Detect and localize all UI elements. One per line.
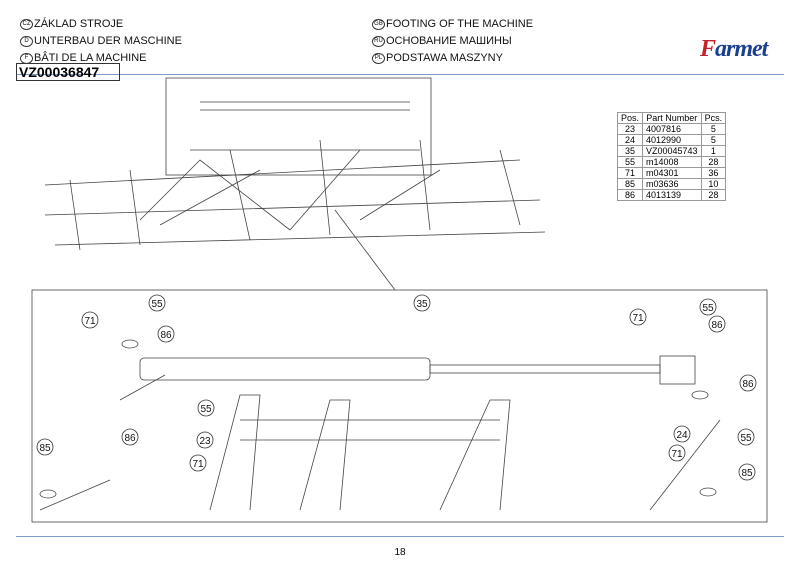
callout-55: 55 (740, 433, 752, 444)
callout-86: 86 (124, 433, 136, 444)
callout-55: 55 (151, 299, 163, 310)
callout-71: 71 (671, 449, 683, 460)
callout-55: 55 (200, 404, 212, 415)
footer-divider (16, 536, 784, 537)
frame-detail (39, 339, 721, 511)
callout-71: 71 (192, 459, 204, 470)
callout-85: 85 (741, 468, 753, 479)
header-pcs: Pcs. (700, 112, 727, 124)
callout-86: 86 (160, 330, 172, 341)
farmet-logo: Farmet (700, 36, 768, 62)
detail-frame-bottom (31, 289, 768, 523)
header-pos: Pos. (616, 112, 644, 124)
callout-71: 71 (632, 313, 644, 324)
detail-frame-top (165, 77, 432, 176)
callout-85: 85 (39, 443, 51, 454)
header-part-number: Part Number (642, 112, 702, 124)
callout-23: 23 (199, 436, 211, 447)
header-divider (16, 74, 784, 75)
callout-86: 86 (711, 320, 723, 331)
callout-24: 24 (676, 430, 688, 441)
assembly-code: VZ00036847 (16, 63, 120, 81)
callout-35: 35 (416, 299, 428, 310)
page-number: 18 (394, 547, 406, 558)
callout-71: 71 (84, 316, 96, 327)
callout-55: 55 (702, 303, 714, 314)
callout-86: 86 (742, 379, 754, 390)
frame-overview (44, 101, 546, 251)
